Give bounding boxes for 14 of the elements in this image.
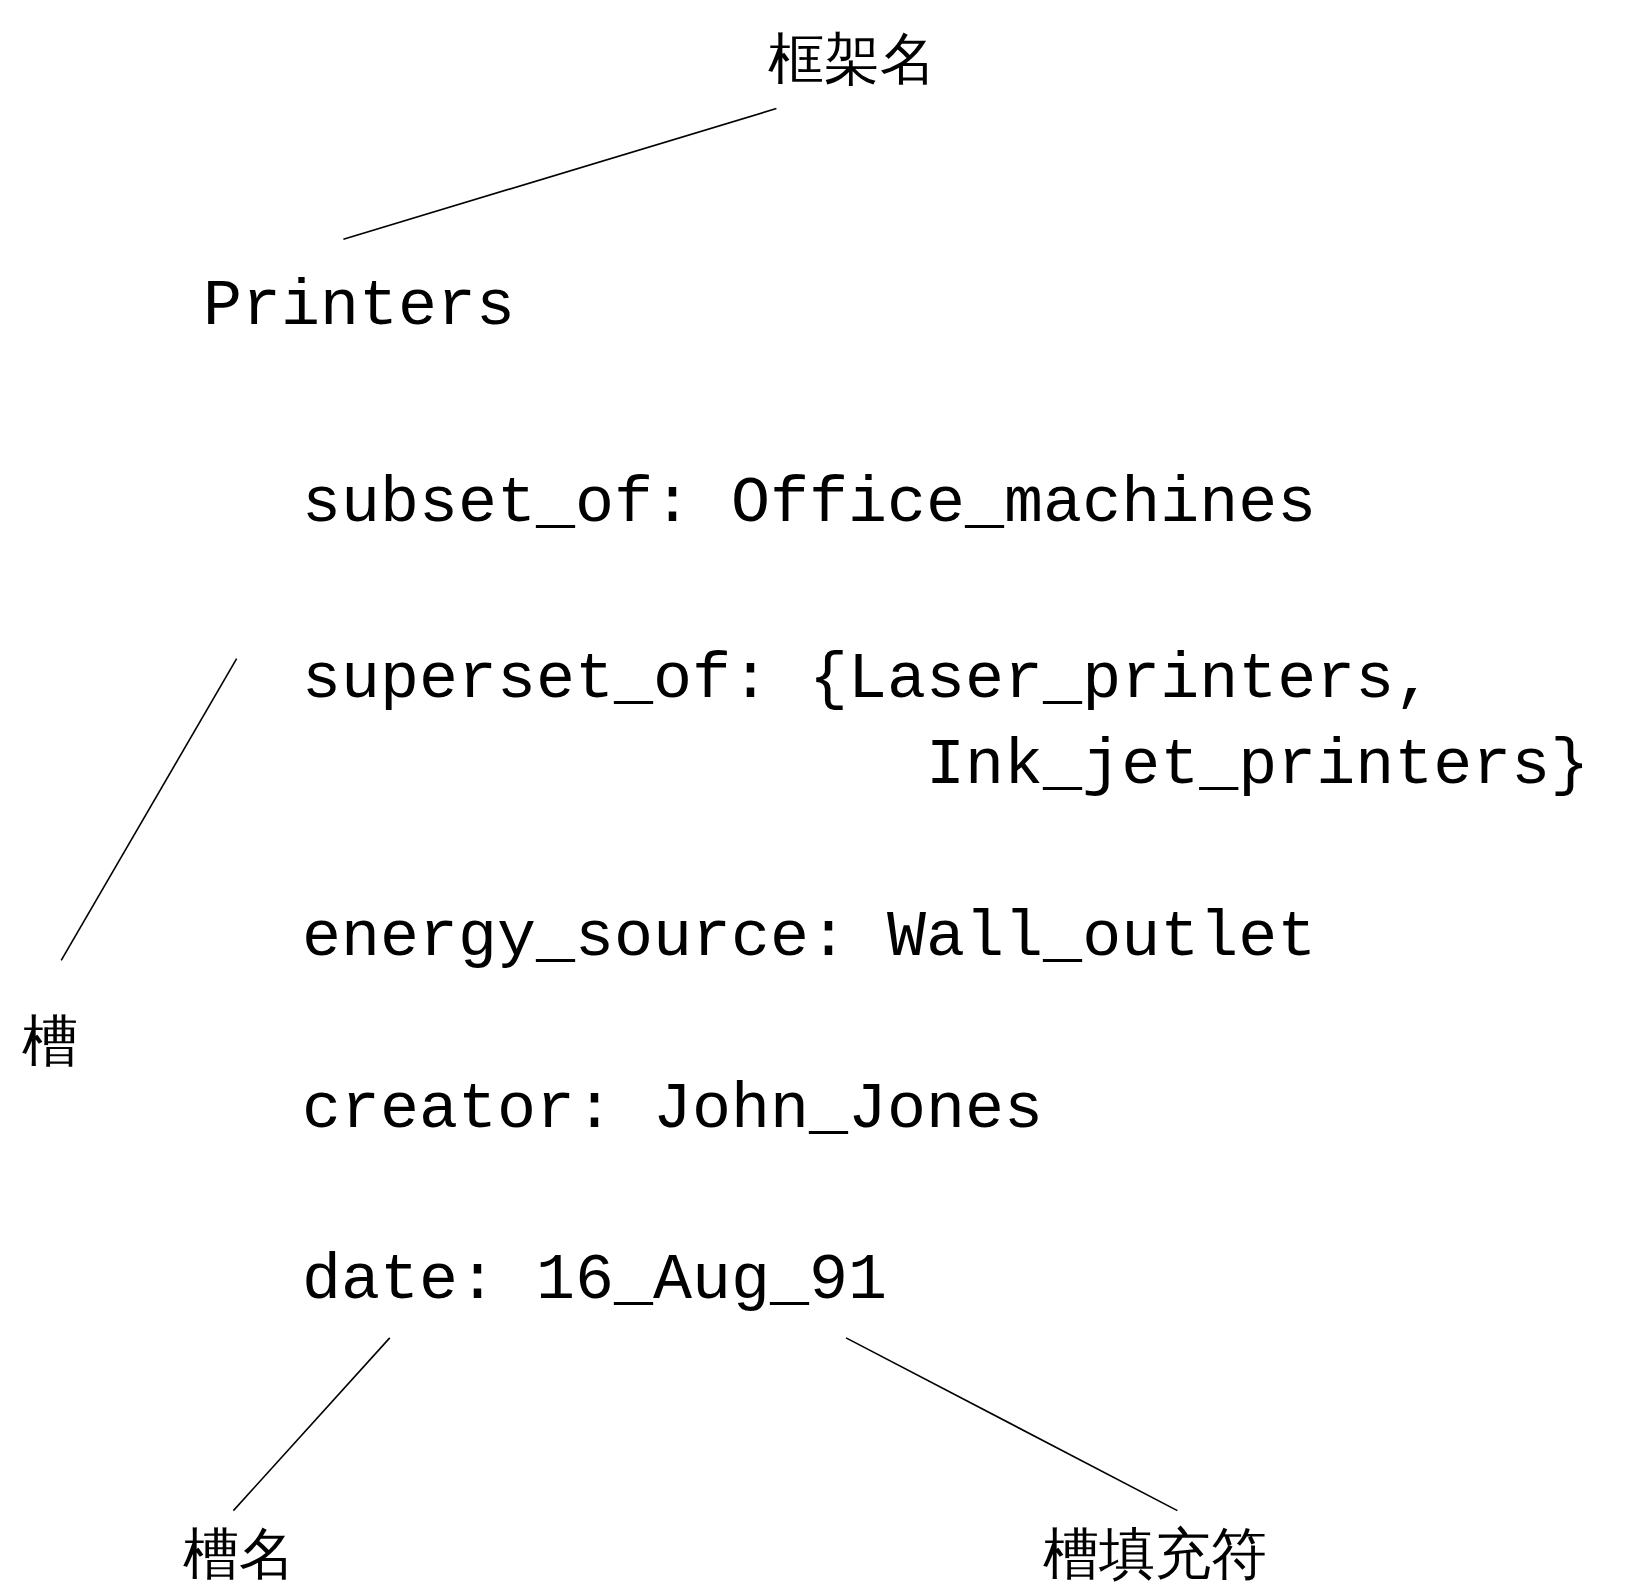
slot-text: energy_source: Wall_outlet [302, 896, 1317, 982]
slot-name-label: 槽名 [183, 1523, 295, 1585]
slot-text: subset_of: Office_machines [302, 462, 1317, 548]
leader-line [845, 1337, 1179, 1512]
frame-name-label: 框架名 [768, 28, 936, 90]
slot-text: date: 16_Aug_91 [302, 1239, 888, 1325]
slot-filler-label: 槽填充符 [1043, 1523, 1267, 1585]
leader-line [60, 657, 238, 962]
slot-text: superset_of: {Laser_printers, Ink_jet_printers} [302, 638, 1609, 810]
slot-text: creator: John_Jones [302, 1068, 1044, 1154]
leader-line [342, 107, 778, 240]
frame-title: Printers [203, 265, 516, 351]
leader-line [232, 1337, 391, 1512]
slot-label: 槽 [22, 1010, 78, 1072]
